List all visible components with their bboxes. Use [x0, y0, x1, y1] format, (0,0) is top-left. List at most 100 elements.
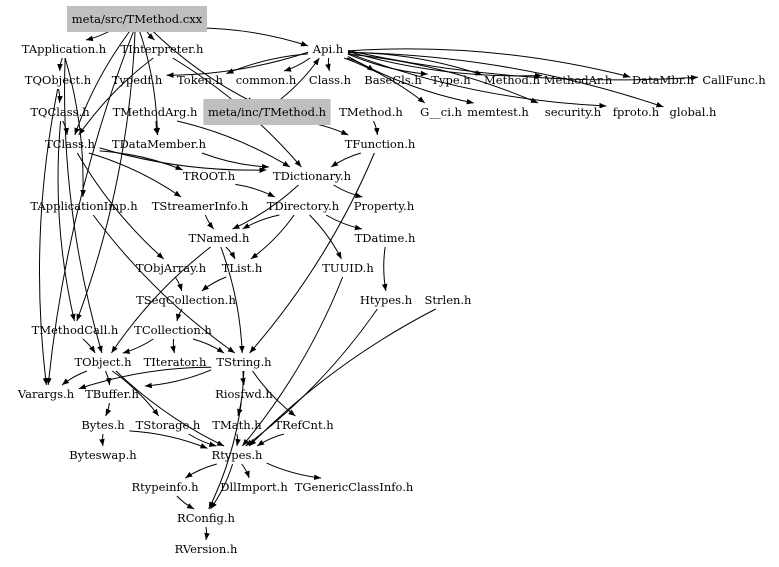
node-label: TDictionary.h [273, 169, 352, 183]
node-fproto[interactable]: fproto.h [613, 105, 660, 119]
node-tdirectory[interactable]: TDirectory.h [267, 199, 340, 213]
edge-tseqcollection-to-tcollection [175, 308, 183, 322]
edge-cxx-to-tmethodcall [76, 27, 136, 322]
node-rconfig[interactable]: RConfig.h [177, 511, 235, 525]
edge-tnamed-to-tstring [220, 246, 245, 354]
edge-tinterpreter-to-tclass [78, 57, 154, 136]
node-cxx[interactable]: meta/src/TMethod.cxx [67, 6, 207, 32]
edge-tclass-to-tdictionary [99, 147, 267, 173]
edge-tdirectory-to-tdatime [325, 214, 363, 231]
node-trefcnt[interactable]: TRefCnt.h [274, 418, 334, 432]
node-dllimport[interactable]: DllImport.h [220, 480, 288, 494]
node-security[interactable]: security.h [545, 105, 602, 119]
edge-tstreamerinfo-to-tnamed [204, 214, 215, 230]
edge-rtypeinfo-to-rconfig [176, 495, 195, 510]
edge-tobject-to-tstorage [111, 370, 160, 417]
edge-tapplication-to-tobject [64, 57, 103, 354]
node-tseqcollection[interactable]: TSeqCollection.h [136, 293, 236, 307]
node-htypes[interactable]: Htypes.h [360, 293, 413, 307]
node-tbuffer[interactable]: TBuffer.h [85, 387, 139, 401]
node-datambr[interactable]: DataMbr.h [632, 73, 695, 87]
node-token[interactable]: Token.h [177, 73, 224, 87]
edge-tclass-to-tstreamerinfo [88, 152, 182, 198]
node-label: TIterator.h [144, 355, 207, 369]
node-label: TDatime.h [355, 231, 416, 245]
node-tmath[interactable]: TMath.h [212, 418, 262, 432]
node-label: Varargs.h [17, 387, 75, 401]
node-tapplicationimp[interactable]: TApplicationImp.h [30, 199, 138, 213]
node-callfunc[interactable]: CallFunc.h [702, 73, 766, 87]
node-tdatamember[interactable]: TDataMember.h [112, 137, 207, 151]
edge-tstorage-to-rtypes [188, 433, 217, 447]
node-byteswap[interactable]: Byteswap.h [69, 448, 137, 462]
edge-bytes-to-rtypes [129, 430, 208, 449]
edge-api-to-class [325, 57, 331, 72]
node-titerator[interactable]: TIterator.h [144, 355, 207, 369]
node-typedf[interactable]: Typedf.h [112, 73, 163, 87]
edge-strlen-to-rtypes [248, 308, 436, 447]
node-tobjarray[interactable]: TObjArray.h [136, 261, 207, 275]
edge-api-to-memtest [347, 55, 474, 105]
node-tdatime[interactable]: TDatime.h [355, 231, 416, 245]
node-tuuid[interactable]: TUUID.h [322, 261, 374, 275]
highlight-box [67, 6, 207, 32]
node-label: CallFunc.h [702, 73, 766, 87]
edge-tdirectory-to-tnamed [242, 214, 280, 230]
node-label: TStorage.h [136, 418, 201, 432]
edge-cxx-to-tdatamember [138, 27, 161, 136]
node-tstreamerinfo[interactable]: TStreamerInfo.h [152, 199, 249, 213]
node-tstorage[interactable]: TStorage.h [136, 418, 201, 432]
edge-tdirectory-to-tlist [250, 214, 295, 260]
node-varargs[interactable]: Varargs.h [17, 387, 75, 401]
edge-tobject-to-varargs [61, 370, 88, 386]
node-tinterpreter[interactable]: TInterpreter.h [121, 42, 205, 56]
node-tfunction[interactable]: TFunction.h [345, 137, 416, 151]
node-property[interactable]: Property.h [354, 199, 415, 213]
edge-api-to-fproto [347, 52, 607, 109]
node-label: Bytes.h [81, 418, 125, 432]
node-tmethodcall[interactable]: TMethodCall.h [32, 323, 119, 337]
node-tqobject[interactable]: TQObject.h [25, 73, 92, 87]
edge-tqclass-to-tclass [62, 120, 69, 136]
edge-tdictionary-to-tnamed [232, 184, 299, 230]
node-common[interactable]: common.h [236, 73, 297, 87]
node-label: TApplication.h [22, 42, 107, 56]
edge-tqclass-to-tmethodcall [57, 120, 76, 322]
node-tgenericclassinfo[interactable]: TGenericClassInfo.h [295, 480, 414, 494]
node-tmethodarg[interactable]: TMethodArg.h [113, 105, 198, 119]
node-tapplication[interactable]: TApplication.h [22, 42, 107, 56]
node-global[interactable]: global.h [670, 105, 718, 119]
node-class[interactable]: Class.h [309, 73, 352, 87]
node-tstring[interactable]: TString.h [216, 355, 272, 369]
node-g__ci[interactable]: G__ci.h [420, 105, 462, 119]
edge-rtypes-to-tgenericclassinfo [266, 462, 322, 481]
edge-api-to-global [347, 51, 664, 108]
node-tlist[interactable]: TList.h [222, 261, 263, 275]
edge-tclass-to-troot [99, 150, 183, 171]
node-rversion[interactable]: RVersion.h [175, 542, 238, 556]
node-tdictionary[interactable]: TDictionary.h [273, 169, 352, 183]
node-strlen[interactable]: Strlen.h [425, 293, 473, 307]
node-tmethod[interactable]: TMethod.h [339, 105, 403, 119]
edge-trefcnt-to-rtypes [256, 433, 285, 447]
node-label: Class.h [309, 73, 352, 87]
node-method[interactable]: Method.h [484, 73, 541, 87]
node-label: meta/inc/TMethod.h [208, 105, 327, 119]
node-tqclass[interactable]: TQClass.h [30, 105, 90, 119]
node-tobject[interactable]: TObject.h [75, 355, 133, 369]
node-riosfwd[interactable]: Riosfwd.h [215, 387, 273, 401]
node-api[interactable]: Api.h [312, 42, 344, 56]
node-tclass[interactable]: TClass.h [45, 137, 95, 151]
node-troot[interactable]: TROOT.h [183, 169, 236, 183]
node-tcollection[interactable]: TCollection.h [134, 323, 212, 337]
node-rtypes[interactable]: Rtypes.h [212, 448, 264, 462]
node-type[interactable]: Type.h [431, 73, 471, 87]
node-bytes[interactable]: Bytes.h [81, 418, 125, 432]
node-rtypeinfo[interactable]: Rtypeinfo.h [131, 480, 199, 494]
node-methodar[interactable]: MethodAr.h [544, 73, 613, 87]
node-label: TObject.h [75, 355, 133, 369]
node-basecls[interactable]: BaseCls.h [364, 73, 422, 87]
node-memtest[interactable]: memtest.h [467, 105, 529, 119]
node-inctmethod[interactable]: meta/inc/TMethod.h [203, 99, 331, 125]
node-tnamed[interactable]: TNamed.h [189, 231, 250, 245]
